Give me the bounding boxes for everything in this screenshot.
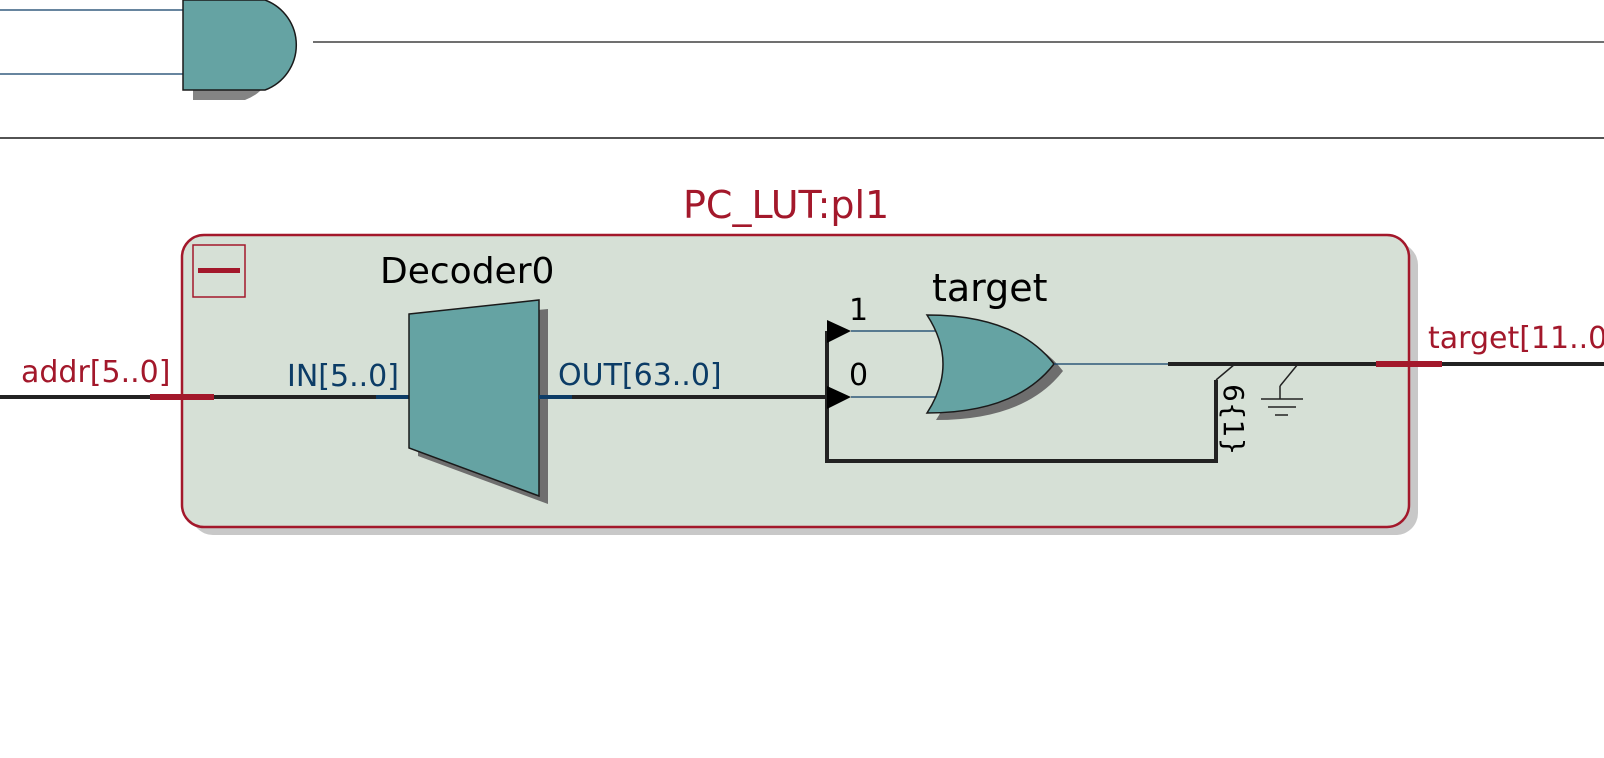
- input-port-label: addr[5..0]: [21, 355, 170, 390]
- or-input-label-1: 1: [849, 293, 868, 328]
- or-gate-icon[interactable]: [925, 314, 1055, 414]
- constant-label: 6{1}: [1217, 384, 1250, 455]
- tap-arrow-1: [827, 320, 851, 343]
- ground-icon: [1261, 386, 1303, 416]
- output-port-label: target[11..0]: [1428, 321, 1604, 356]
- decoder-out-port: OUT[63..0]: [558, 358, 722, 393]
- decoder-icon[interactable]: [408, 299, 540, 498]
- module-title: PC_LUT:pl1: [683, 183, 889, 227]
- top-and-gate-section: [0, 0, 1604, 100]
- or-gate-name: target: [932, 266, 1048, 310]
- minus-icon: [198, 268, 240, 273]
- decoder-in-port: IN[5..0]: [287, 359, 399, 394]
- bus-split-tick-2: [1279, 363, 1299, 387]
- decoder-name: Decoder0: [380, 251, 554, 292]
- tap-arrow-0: [827, 386, 851, 409]
- collapse-button[interactable]: [192, 244, 246, 298]
- or-input-label-0: 0: [849, 358, 868, 393]
- or-gate-block[interactable]: [925, 314, 1063, 420]
- decoder-block[interactable]: [408, 299, 548, 504]
- and-gate-icon[interactable]: [182, 0, 297, 91]
- bus-split-tick-1: [1215, 363, 1236, 381]
